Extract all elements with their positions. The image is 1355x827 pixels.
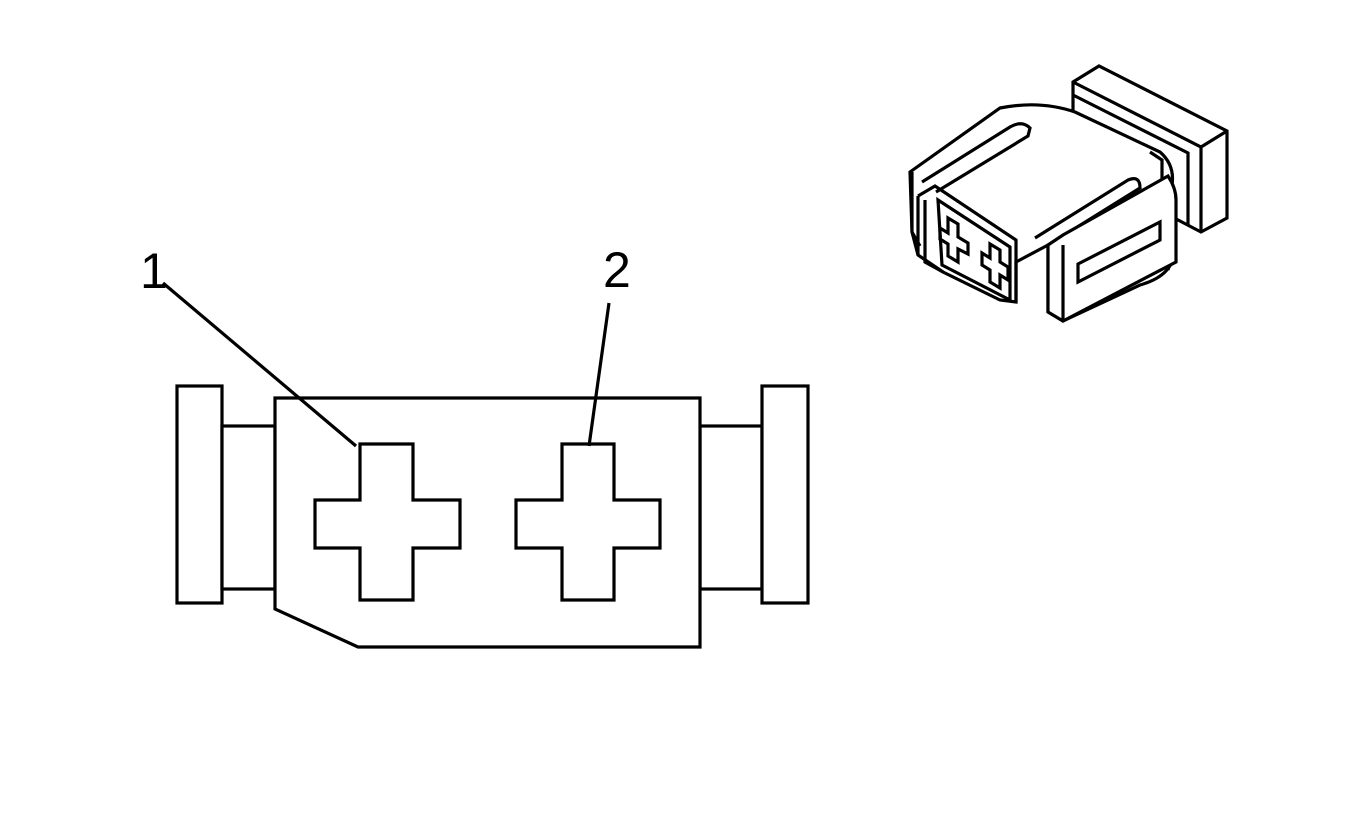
terminal-cavity-1 <box>313 442 462 602</box>
side-latch-tab <box>1046 173 1178 323</box>
connector-face-view <box>175 384 810 649</box>
iso-terminal-cavity-1 <box>938 215 970 265</box>
leader-line-2 <box>587 302 611 447</box>
top-latch-groove <box>921 122 1032 194</box>
callout-label-2: 2 <box>603 242 631 298</box>
connector-isometric-view <box>908 64 1229 323</box>
connector-body <box>273 396 702 649</box>
terminal-cavity-2 <box>514 442 662 602</box>
side-latch-slot <box>1061 219 1162 321</box>
rear-flange-inner <box>1072 93 1190 225</box>
front-cavity <box>936 196 1012 303</box>
right-latch-tab <box>760 384 810 605</box>
callout-2: 2 <box>587 242 631 447</box>
left-latch-bridge <box>220 424 277 591</box>
leader-line-1 <box>161 281 358 448</box>
callout-1: 1 <box>140 243 358 448</box>
callout-label-1: 1 <box>140 243 168 299</box>
left-side-panel <box>910 172 944 274</box>
iso-terminal-cavity-2 <box>980 241 1010 291</box>
side-latch-groove <box>1034 177 1142 246</box>
right-latch-bridge <box>698 424 764 591</box>
rear-flange-edge <box>1072 80 1228 232</box>
left-latch-tab <box>175 384 224 605</box>
